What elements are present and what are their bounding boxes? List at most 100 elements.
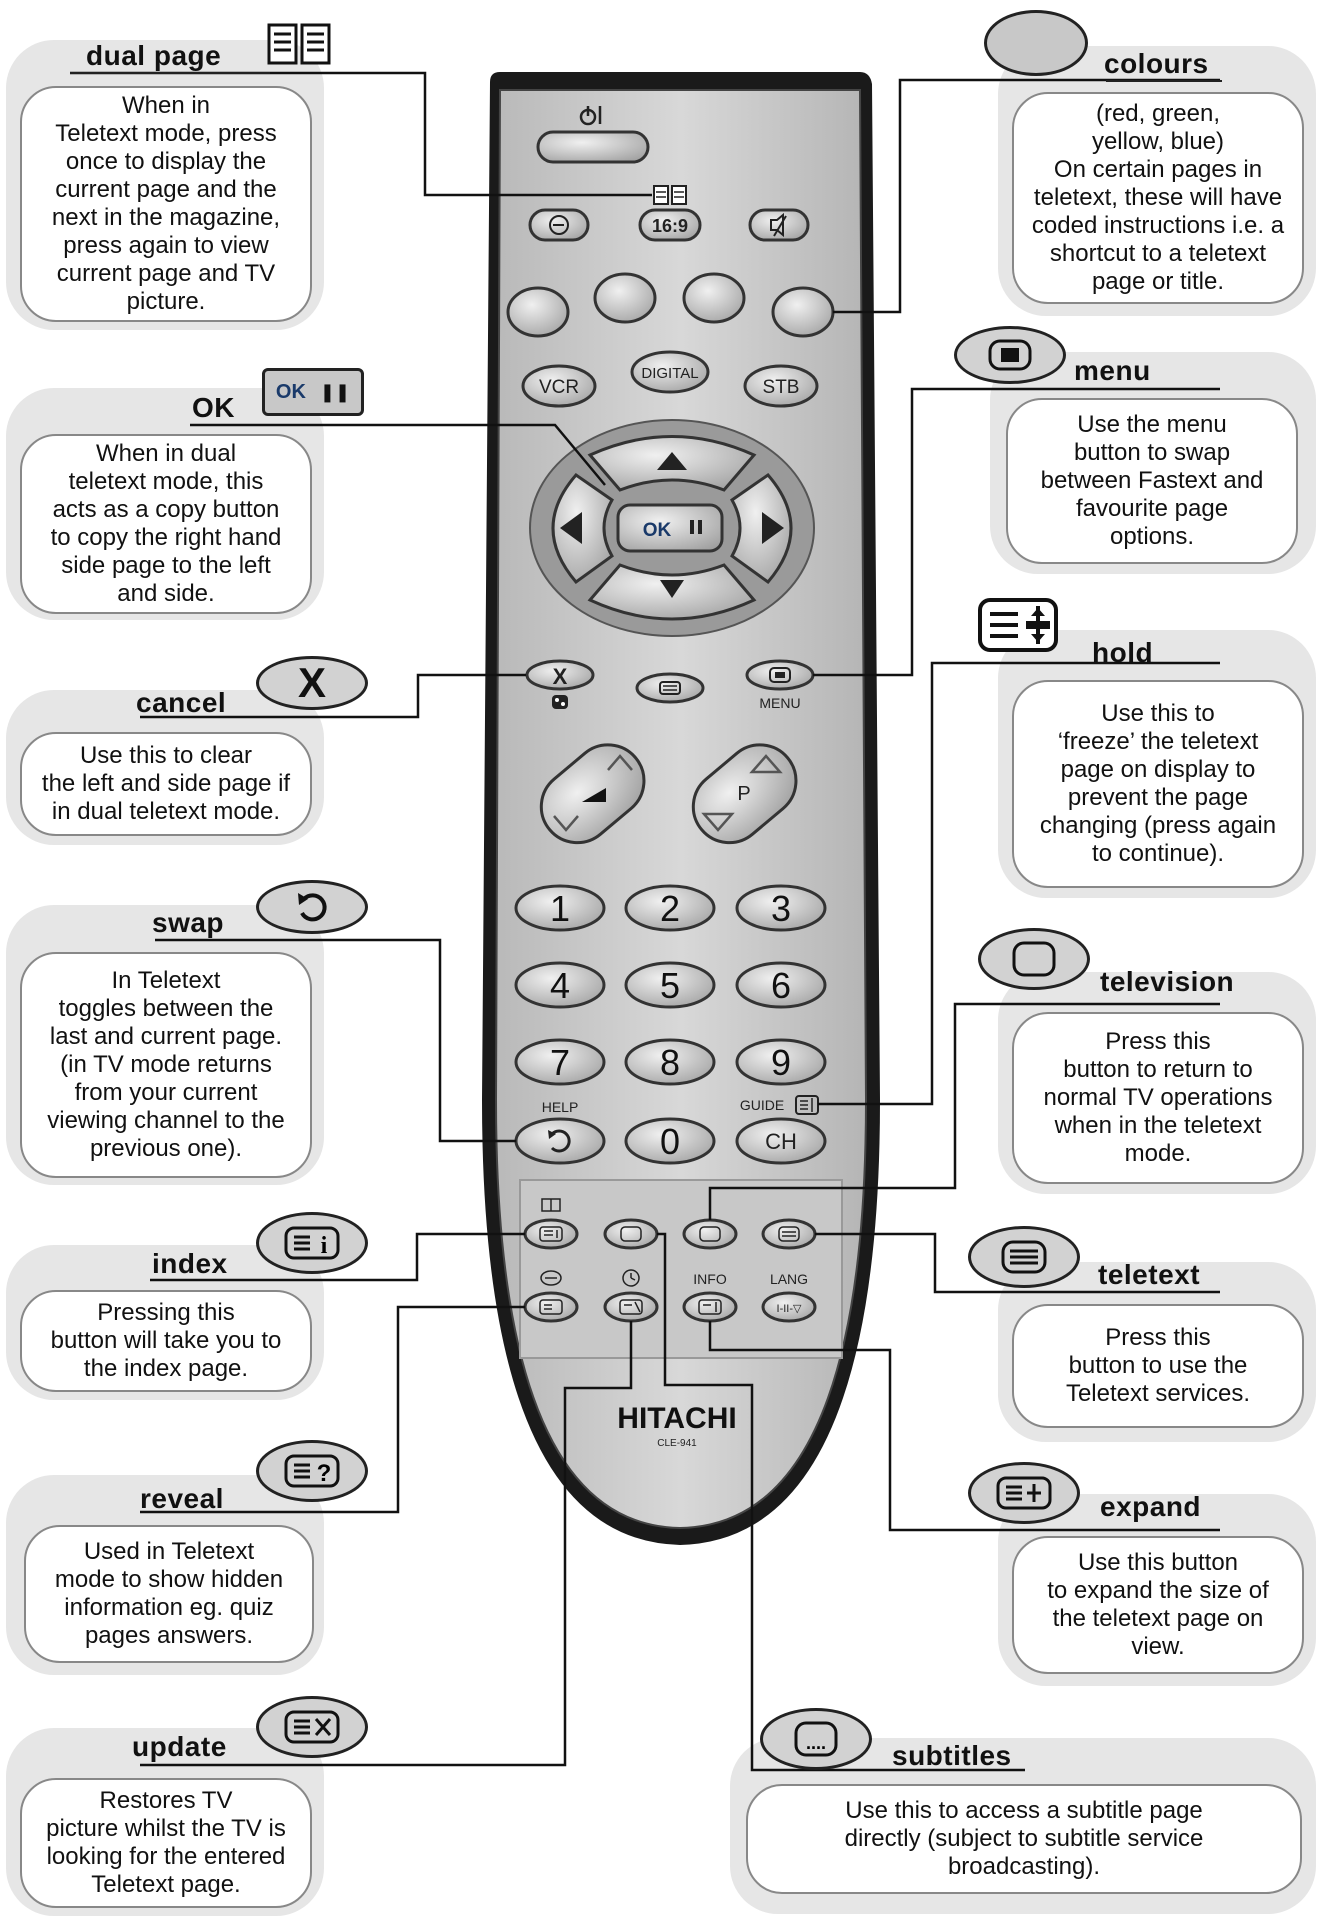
television-button[interactable]	[682, 1218, 738, 1250]
cancel-icon-label: X	[297, 659, 326, 706]
red-button[interactable]	[506, 286, 570, 338]
cancel-description: Use this to clear the left and side page…	[20, 732, 312, 836]
subtitles-icon-large: ....	[760, 1708, 872, 1770]
subtitles-icon-small	[620, 1226, 642, 1242]
expand-title: expand	[1100, 1491, 1202, 1522]
television-icon-large	[978, 928, 1090, 990]
dual-page-description: When in Teletext mode, press once to dis…	[20, 86, 312, 322]
cancel-title: cancel	[136, 687, 227, 718]
index-title: index	[152, 1248, 228, 1279]
expand-icon-small	[698, 1299, 722, 1315]
ok-description: When in dual teletext mode, this acts as…	[20, 434, 312, 614]
television-icon-small	[699, 1226, 721, 1242]
clock-icon-tiny	[622, 1269, 640, 1287]
colour-button-icon	[984, 10, 1088, 76]
hold-icon-large	[976, 596, 1060, 654]
digit-7-button[interactable]	[514, 1038, 606, 1086]
menu-icon	[769, 667, 791, 683]
digit-0-label: 0	[660, 1121, 680, 1162]
ratio-button[interactable]	[638, 208, 702, 242]
input-icon	[549, 215, 569, 235]
digit-8-button[interactable]	[624, 1038, 716, 1086]
digit-9-label: 9	[771, 1042, 791, 1083]
swap-button[interactable]	[514, 1117, 606, 1165]
digit-1-button[interactable]	[514, 884, 606, 932]
ok-icon: OK ❚❚	[262, 368, 364, 416]
nav-right-button[interactable]	[730, 472, 793, 585]
vcr-button[interactable]	[521, 364, 597, 408]
index-icon: i	[256, 1212, 368, 1274]
stb-button[interactable]	[743, 364, 819, 408]
power-icon	[579, 106, 602, 126]
mix-button[interactable]	[635, 672, 705, 704]
yellow-button[interactable]	[682, 272, 746, 324]
program-up-icon	[749, 754, 783, 774]
digit-1-label: 1	[550, 888, 570, 929]
cancel-label: X	[553, 664, 568, 689]
update-icon-small	[619, 1299, 643, 1315]
digit-3-label: 3	[771, 888, 791, 929]
dual-icon-tiny	[541, 1198, 561, 1212]
dual-page-underline	[70, 72, 270, 74]
digit-5-button[interactable]	[624, 961, 716, 1009]
ch-button[interactable]	[735, 1117, 827, 1165]
arrow-down-icon	[660, 580, 684, 598]
size-icon-tiny	[540, 1270, 562, 1286]
update-description: Restores TV picture whilst the TV is loo…	[20, 1778, 312, 1908]
teletext-icon-large	[968, 1226, 1080, 1288]
pause-icon	[690, 520, 702, 534]
digital-button[interactable]	[630, 350, 710, 394]
nav-left-button[interactable]	[551, 472, 614, 585]
index-description: Pressing this button will take you to th…	[20, 1290, 312, 1392]
reveal-button[interactable]	[523, 1291, 579, 1323]
program-rocker[interactable]	[679, 730, 811, 857]
clock-grid-icon	[552, 695, 568, 709]
volume-rocker[interactable]	[527, 730, 659, 857]
digit-0-button[interactable]	[624, 1117, 716, 1165]
teletext-mix-icon	[659, 681, 681, 695]
arrow-left-icon	[560, 512, 582, 544]
ok-button[interactable]	[616, 503, 724, 553]
subtitles-button[interactable]	[603, 1218, 659, 1250]
expand-description: Use this button to expand the size of th…	[1012, 1536, 1304, 1674]
reveal-title: reveal	[140, 1483, 224, 1514]
blue-button[interactable]	[771, 286, 835, 338]
expand-button[interactable]	[682, 1291, 738, 1323]
mute-button[interactable]	[748, 208, 810, 242]
television-description: Press this button to return to normal TV…	[1012, 1012, 1304, 1184]
cancel-button[interactable]	[525, 659, 595, 691]
arrow-right-icon	[762, 512, 784, 544]
swap-icon	[548, 1129, 571, 1153]
digit-5-label: 5	[660, 965, 680, 1006]
digit-2-button[interactable]	[624, 884, 716, 932]
swap-icon-large	[256, 880, 368, 934]
expand-icon-large	[968, 1462, 1080, 1524]
digit-8-label: 8	[660, 1042, 680, 1083]
lang-button[interactable]	[761, 1291, 817, 1323]
digit-3-button[interactable]	[735, 884, 827, 932]
program-down-icon	[701, 812, 735, 832]
green-button[interactable]	[593, 272, 657, 324]
colours-description: (red, green, yellow, blue) On certain pa…	[1012, 92, 1304, 304]
info-label: INFO	[693, 1271, 727, 1287]
reveal-description: Used in Teletext mode to show hidden inf…	[24, 1525, 314, 1663]
digit-9-button[interactable]	[735, 1038, 827, 1086]
arrow-up-icon	[657, 452, 687, 470]
subtitles-title: subtitles	[892, 1740, 1012, 1771]
update-button[interactable]	[603, 1291, 659, 1323]
cancel-icon: X	[256, 656, 368, 710]
digit-4-button[interactable]	[514, 961, 606, 1009]
connector-lines	[70, 71, 1220, 1772]
dual-page-icon	[266, 22, 332, 66]
index-button[interactable]	[523, 1218, 579, 1250]
teletext-button-panel	[519, 1179, 843, 1359]
digital-label: DIGITAL	[641, 365, 698, 382]
reveal-icon: ?	[256, 1440, 368, 1502]
teletext-button[interactable]	[761, 1218, 817, 1250]
digit-6-button[interactable]	[735, 961, 827, 1009]
digit-7-label: 7	[550, 1042, 570, 1083]
help-label: HELP	[542, 1099, 579, 1115]
power-button[interactable]	[536, 130, 650, 164]
lang-button-label: I-II-▽	[777, 1303, 802, 1315]
